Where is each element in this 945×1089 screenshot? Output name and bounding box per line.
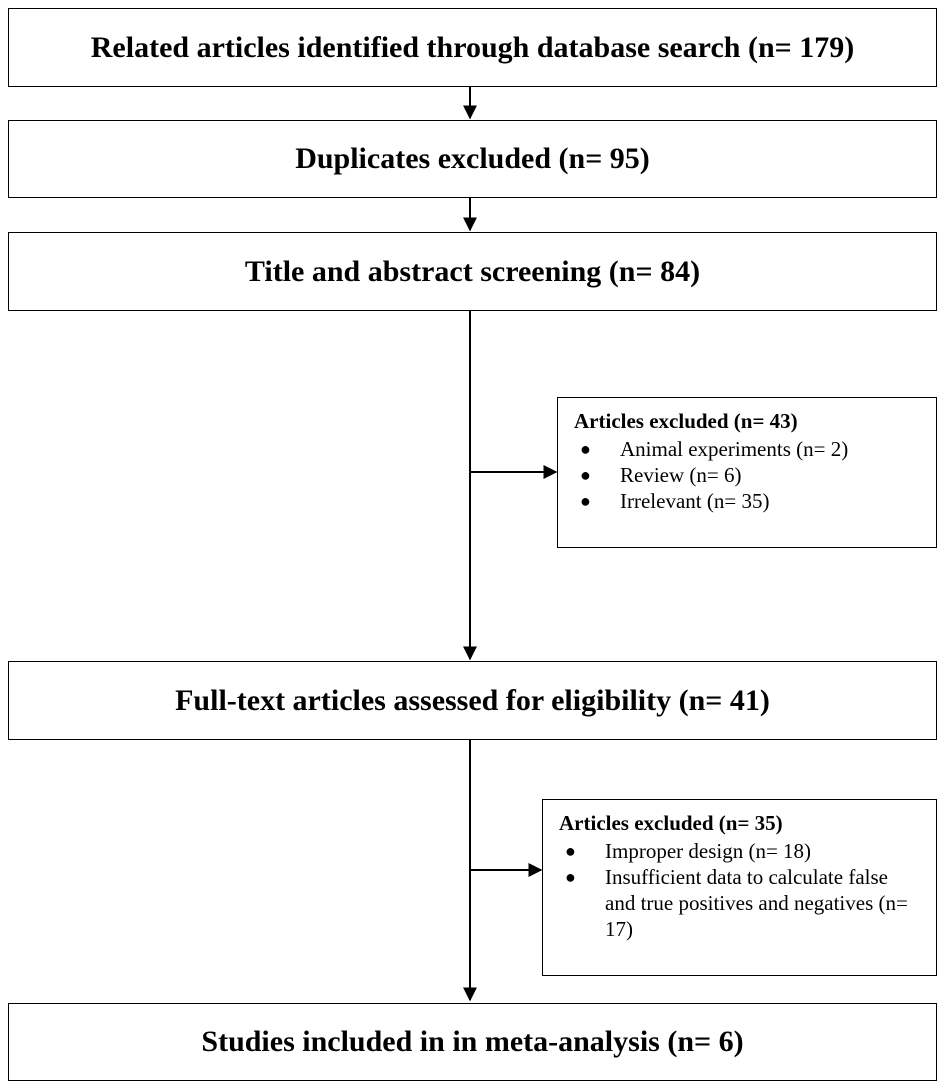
bullet-icon: ● xyxy=(580,439,591,459)
exclusion-box-full-text: Articles excluded (n= 35) ●Improper desi… xyxy=(542,799,937,976)
list-item: ●Insufficient data to calculate false an… xyxy=(565,865,908,941)
bullet-icon: ● xyxy=(580,491,591,511)
step-screening-label: Title and abstract screening (n= 84) xyxy=(244,254,701,288)
list-item: ●Animal experiments (n= 2) xyxy=(580,437,849,461)
list-item: ●Irrelevant (n= 35) xyxy=(580,489,770,513)
step-included: Studies included in in meta-analysis (n=… xyxy=(8,1003,937,1081)
step-included-label: Studies included in in meta-analysis (n=… xyxy=(201,1025,744,1058)
step-duplicates: Duplicates excluded (n= 95) xyxy=(8,120,937,198)
list-item: ●Review (n= 6) xyxy=(580,463,742,487)
bullet-icon: ● xyxy=(565,841,576,861)
step-full-text: Full-text articles assessed for eligibil… xyxy=(8,661,937,740)
step-full-text-label: Full-text articles assessed for eligibil… xyxy=(175,683,770,717)
exclusion-list: ●Animal experiments (n= 2) ●Review (n= 6… xyxy=(574,436,920,514)
exclusion-title: Articles excluded (n= 43) xyxy=(574,409,798,433)
exclusion-box-screening: Articles excluded (n= 43) ●Animal experi… xyxy=(557,397,937,548)
exclusion-title: Articles excluded (n= 35) xyxy=(559,811,783,835)
list-item: ●Improper design (n= 18) xyxy=(565,839,812,863)
step-screening: Title and abstract screening (n= 84) xyxy=(8,232,937,311)
step-identified-label: Related articles identified through data… xyxy=(90,30,855,64)
step-duplicates-label: Duplicates excluded (n= 95) xyxy=(295,142,650,175)
exclusion-list: ●Improper design (n= 18) ●Insufficient d… xyxy=(559,838,920,942)
bullet-icon: ● xyxy=(580,465,591,485)
step-identified: Related articles identified through data… xyxy=(8,8,937,87)
bullet-icon: ● xyxy=(565,867,576,887)
